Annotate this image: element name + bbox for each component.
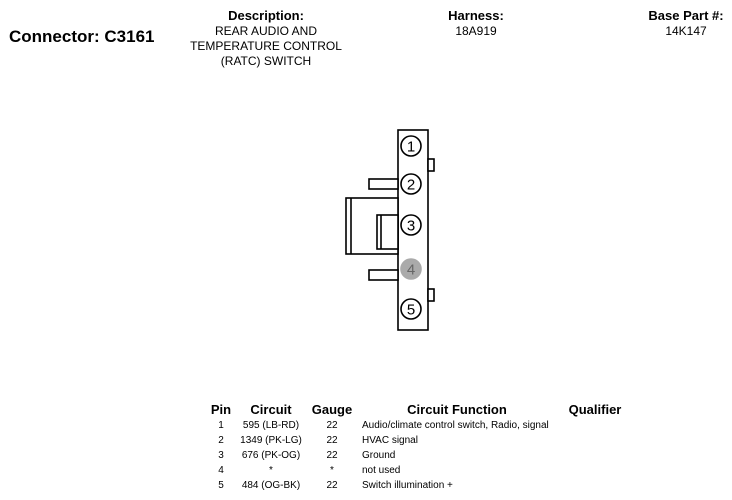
base-part-block: Base Part #: 14K147 [626, 8, 732, 39]
description-line: REAR AUDIO AND [214, 24, 318, 38]
table-row: 3 676 (PK-OG) 22 Ground [206, 448, 634, 463]
base-part-value: 14K147 [665, 24, 707, 38]
table-header-row: Pin Circuit Gauge Circuit Function Quali… [206, 401, 634, 418]
cell-function: Ground [362, 450, 396, 461]
table-row: 2 1349 (PK-LG) 22 HVAC signal [206, 433, 634, 448]
latch-tab [427, 158, 435, 172]
cell-qualifier [556, 448, 634, 463]
terminal-prong [368, 269, 399, 281]
header-function: Circuit Function [407, 402, 507, 417]
harness-value: 18A919 [455, 24, 497, 38]
cell-qualifier [556, 433, 634, 448]
pin-number: 1 [407, 139, 415, 156]
pin-circle-5: 5 [400, 298, 422, 320]
header-qualifier: Qualifier [568, 402, 622, 417]
harness-label: Harness: [448, 8, 504, 23]
pin-circle-3: 3 [400, 214, 422, 236]
description-label: Description: [228, 8, 304, 23]
cell-gauge: 22 [326, 435, 338, 446]
cell-circuit: 1349 (PK-LG) [240, 435, 302, 446]
pin-number: 2 [407, 177, 415, 194]
pin-number: 5 [407, 302, 415, 319]
connector-diagram: 1 2 3 4 5 [345, 129, 435, 331]
cell-circuit: 676 (PK-OG) [241, 450, 301, 461]
harness-block: Harness: 18A919 [416, 8, 536, 39]
cell-circuit: 484 (OG-BK) [241, 480, 301, 491]
connector-title: Connector: C3161 [9, 27, 155, 46]
cell-qualifier [556, 478, 634, 493]
table-row: 1 595 (LB-RD) 22 Audio/climate control s… [206, 418, 634, 433]
cell-pin: 5 [218, 480, 224, 491]
base-part-label: Base Part #: [648, 8, 724, 23]
pin-number: 3 [407, 218, 415, 235]
cell-gauge: 22 [326, 480, 338, 491]
cell-pin: 4 [218, 465, 224, 476]
latch-tab [427, 288, 435, 302]
table-row: 5 484 (OG-BK) 22 Switch illumination + [206, 478, 634, 493]
cell-gauge: 22 [326, 420, 338, 431]
pin-circle-1: 1 [400, 135, 422, 157]
cell-function: Audio/climate control switch, Radio, sig… [362, 420, 549, 431]
inner-latch [376, 214, 399, 250]
terminal-prong [368, 178, 399, 190]
header-gauge: Gauge [311, 402, 353, 417]
pin-circle-2: 2 [400, 173, 422, 195]
header-circuit: Circuit [250, 402, 292, 417]
cell-pin: 3 [218, 450, 224, 461]
cell-function: Switch illumination + [362, 480, 453, 491]
cell-gauge: 22 [326, 450, 338, 461]
table-row: 4 * * not used [206, 463, 634, 478]
cell-gauge: * [330, 465, 334, 476]
pin-number: 4 [407, 262, 415, 279]
cell-qualifier [556, 463, 634, 478]
cell-circuit: * [269, 465, 273, 476]
cell-function: not used [362, 465, 401, 476]
cell-circuit: 595 (LB-RD) [242, 420, 300, 431]
pin-circle-4-unused: 4 [400, 258, 422, 280]
cell-function: HVAC signal [362, 435, 418, 446]
cell-pin: 2 [218, 435, 224, 446]
description-line: TEMPERATURE CONTROL [190, 39, 342, 53]
cell-qualifier [556, 418, 634, 433]
description-block: Description: REAR AUDIO AND TEMPERATURE … [176, 8, 356, 69]
pin-table: Pin Circuit Gauge Circuit Function Quali… [206, 401, 634, 493]
description-line: (RATC) SWITCH [220, 54, 312, 68]
header-pin: Pin [210, 402, 232, 417]
cell-pin: 1 [218, 420, 224, 431]
